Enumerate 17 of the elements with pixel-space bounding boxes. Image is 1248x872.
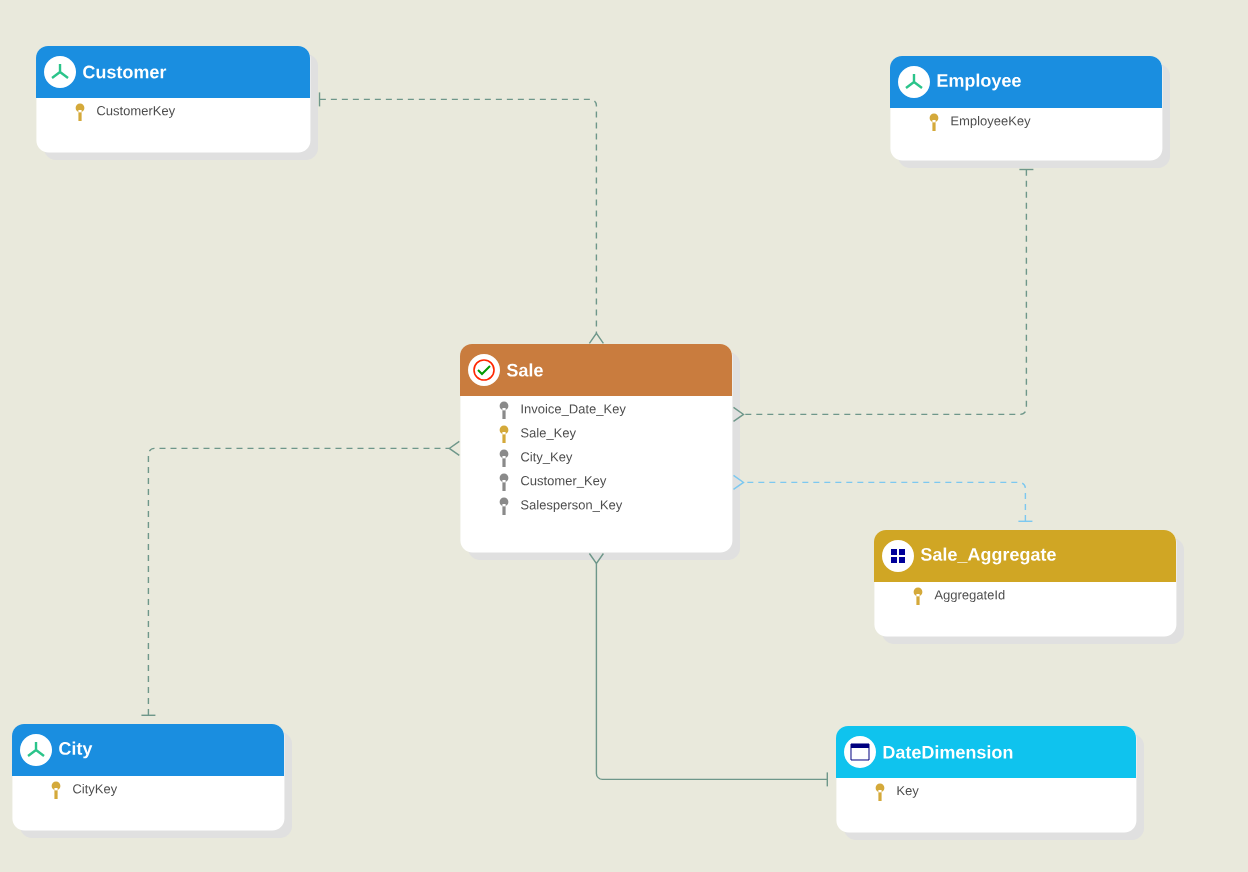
table-title: Customer [83,65,167,79]
relationship-line [140,440,460,716]
table-box [36,46,318,160]
table-box [836,726,1144,840]
relationship-line [318,91,605,344]
relationship-line [588,552,828,788]
table-box [460,344,740,560]
table-title: City [59,741,93,759]
table-title: DateDimension [883,745,1013,759]
table-box [874,530,1184,644]
table-box [890,56,1170,168]
table-box [12,724,292,838]
table-title: Employee [937,73,1021,91]
table-title: Sale [506,363,543,377]
relationship-line [732,168,1035,423]
table-title: Sale_Aggregate [920,547,1056,565]
relationship-line [732,474,1034,522]
